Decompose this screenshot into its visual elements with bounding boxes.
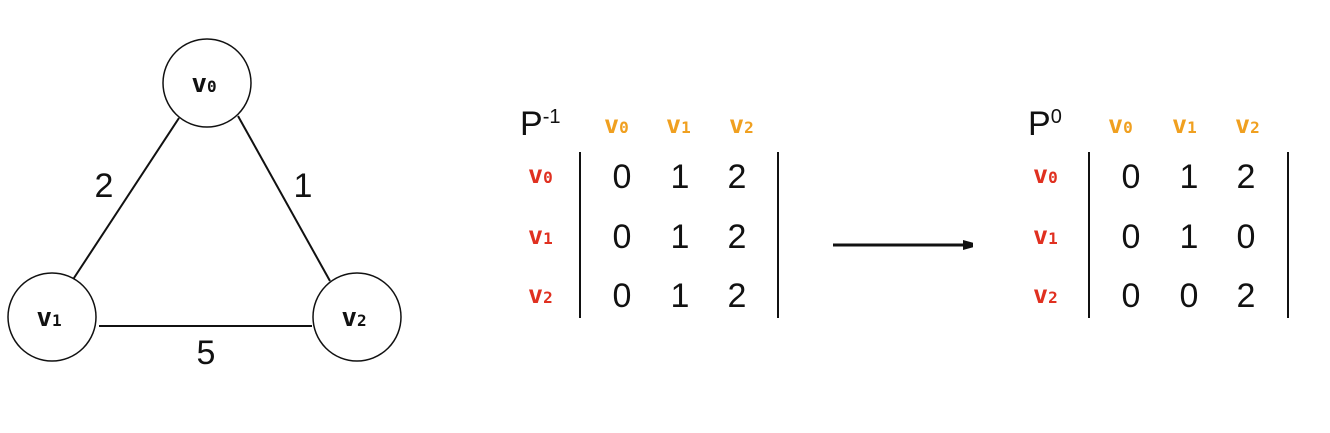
svg-text:v2: v2 <box>729 110 754 139</box>
svg-text:v0: v0 <box>604 110 629 139</box>
matrix-cell: 1 <box>671 158 690 196</box>
node-v0-label: v <box>191 69 207 99</box>
matrix-cell: 0 <box>1180 277 1199 315</box>
svg-text:v1: v1 <box>528 221 553 250</box>
row-header: v <box>528 280 543 309</box>
matrix-superscript: -1 <box>543 106 561 128</box>
svg-text:v0: v0 <box>528 160 553 189</box>
matrix-p-0: P0 v0 v1 v2 v0 v1 v2 0 1 2 0 1 0 0 0 2 <box>1028 105 1289 318</box>
matrix-superscript: 0 <box>1051 106 1062 128</box>
row-header-sub: 0 <box>543 168 553 187</box>
row-header-sub: 1 <box>543 229 553 248</box>
col-header: v <box>604 110 619 139</box>
svg-text:v0: v0 <box>1108 110 1133 139</box>
col-header: v <box>1108 110 1123 139</box>
matrix-title: P <box>1028 105 1051 143</box>
row-header-sub: 0 <box>1048 168 1058 187</box>
svg-text:v2: v2 <box>341 303 366 333</box>
graph: 2 1 5 v0 v1 v2 <box>7 38 402 372</box>
node-v1-sub: 1 <box>52 311 62 330</box>
node-v0: v0 <box>162 38 252 128</box>
matrix-cell: 2 <box>728 218 747 256</box>
matrix-cell: 1 <box>671 218 690 256</box>
matrix-cell: 2 <box>1237 158 1256 196</box>
col-header-sub: 2 <box>1250 118 1260 137</box>
node-v1-label: v <box>36 303 52 333</box>
edge-v0-v2 <box>237 115 331 282</box>
svg-text:v0: v0 <box>1033 160 1058 189</box>
edge-v0-v1 <box>71 117 180 282</box>
col-header: v <box>1235 110 1250 139</box>
svg-text:P0: P0 <box>1028 105 1062 143</box>
edge-weight-v0-v2: 1 <box>294 167 313 205</box>
matrix-cell: 0 <box>1122 218 1141 256</box>
col-header-sub: 1 <box>681 118 691 137</box>
matrix-cell: 0 <box>613 218 632 256</box>
svg-text:v2: v2 <box>528 280 553 309</box>
node-v2-sub: 2 <box>357 311 367 330</box>
matrix-cell: 2 <box>1237 277 1256 315</box>
matrix-cell: 0 <box>1237 218 1256 256</box>
matrix-title: P <box>520 105 543 143</box>
col-header-sub: 0 <box>619 118 629 137</box>
row-header: v <box>1033 221 1048 250</box>
row-header-sub: 1 <box>1048 229 1058 248</box>
svg-text:v2: v2 <box>1235 110 1260 139</box>
node-v0-sub: 0 <box>207 77 217 96</box>
svg-text:v0: v0 <box>191 69 216 99</box>
matrix-cell: 1 <box>1180 218 1199 256</box>
col-header: v <box>666 110 681 139</box>
row-header: v <box>528 160 543 189</box>
row-header: v <box>1033 160 1048 189</box>
svg-text:P-1: P-1 <box>520 105 560 143</box>
matrix-p-minus-1: P-1 v0 v1 v2 v0 v1 v2 0 1 2 0 1 2 0 1 2 <box>520 105 779 318</box>
svg-text:v1: v1 <box>666 110 691 139</box>
row-header: v <box>528 221 543 250</box>
edge-weight-v0-v1: 2 <box>95 167 114 205</box>
edge-weight-v1-v2: 5 <box>197 334 216 372</box>
svg-text:v1: v1 <box>1172 110 1197 139</box>
matrix-cell: 0 <box>1122 158 1141 196</box>
matrix-cell: 1 <box>1180 158 1199 196</box>
node-v2: v2 <box>312 272 402 362</box>
svg-text:v1: v1 <box>1033 221 1058 250</box>
node-v1: v1 <box>7 272 97 362</box>
matrix-cell: 0 <box>613 277 632 315</box>
col-header: v <box>1172 110 1187 139</box>
col-header-sub: 2 <box>744 118 754 137</box>
node-v2-label: v <box>341 303 357 333</box>
matrix-cell: 2 <box>728 158 747 196</box>
row-header-sub: 2 <box>543 288 553 307</box>
matrix-cell: 1 <box>671 277 690 315</box>
svg-text:v2: v2 <box>1033 280 1058 309</box>
col-header: v <box>729 110 744 139</box>
matrix-cell: 0 <box>613 158 632 196</box>
matrix-cell: 2 <box>728 277 747 315</box>
col-header-sub: 0 <box>1123 118 1133 137</box>
svg-text:v1: v1 <box>36 303 61 333</box>
row-header-sub: 2 <box>1048 288 1058 307</box>
col-header-sub: 1 <box>1187 118 1197 137</box>
row-header: v <box>1033 280 1048 309</box>
matrix-cell: 0 <box>1122 277 1141 315</box>
